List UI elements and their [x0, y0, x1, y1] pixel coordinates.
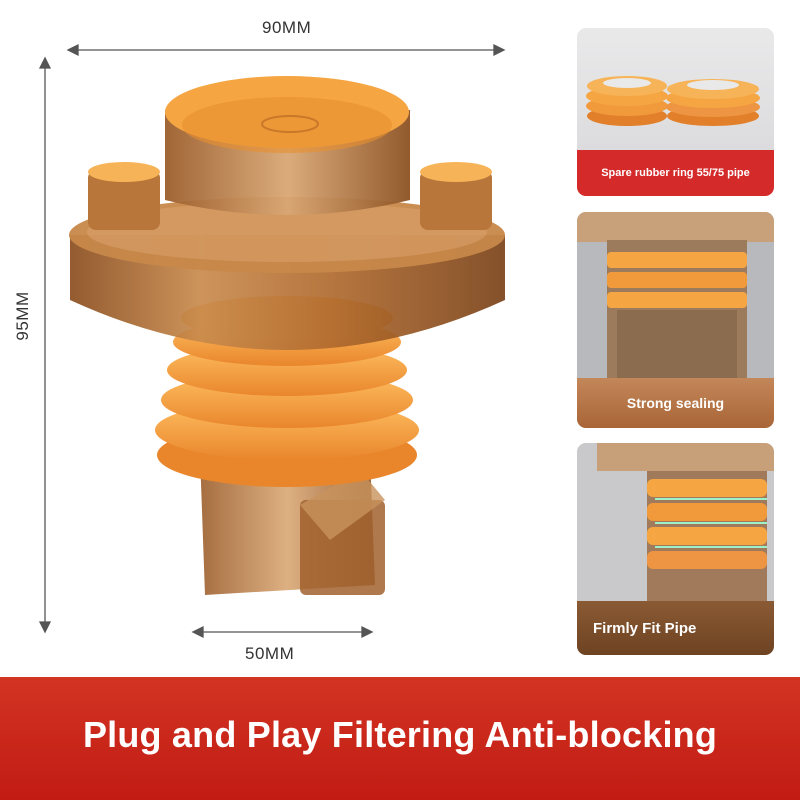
- spare-ring-caption: Spare rubber ring 55/75 pipe: [577, 150, 774, 196]
- banner-headline: Plug and Play Filtering Anti-blocking: [82, 713, 718, 755]
- bottom-width-dimension-label: 50MM: [245, 644, 295, 663]
- floor-drain-product-image: [69, 76, 505, 595]
- sealing-image: [577, 212, 774, 378]
- fit-pipe-image: [577, 443, 774, 601]
- firmly-fit-card: Firmly Fit Pipe: [577, 443, 774, 655]
- rubber-rings-image: [586, 76, 760, 126]
- spare-ring-card: Spare rubber ring 55/75 pipe: [577, 28, 774, 196]
- dimension-arrows: [38, 43, 506, 639]
- strong-sealing-caption: Strong sealing: [577, 378, 774, 428]
- width-dimension-label: 90MM: [262, 18, 312, 37]
- height-dimension-label: 95MM: [13, 291, 32, 341]
- strong-sealing-card: Strong sealing: [577, 212, 774, 428]
- firmly-fit-caption: Firmly Fit Pipe: [577, 601, 774, 655]
- promo-banner: Plug and Play Filtering Anti-blocking: [0, 677, 800, 800]
